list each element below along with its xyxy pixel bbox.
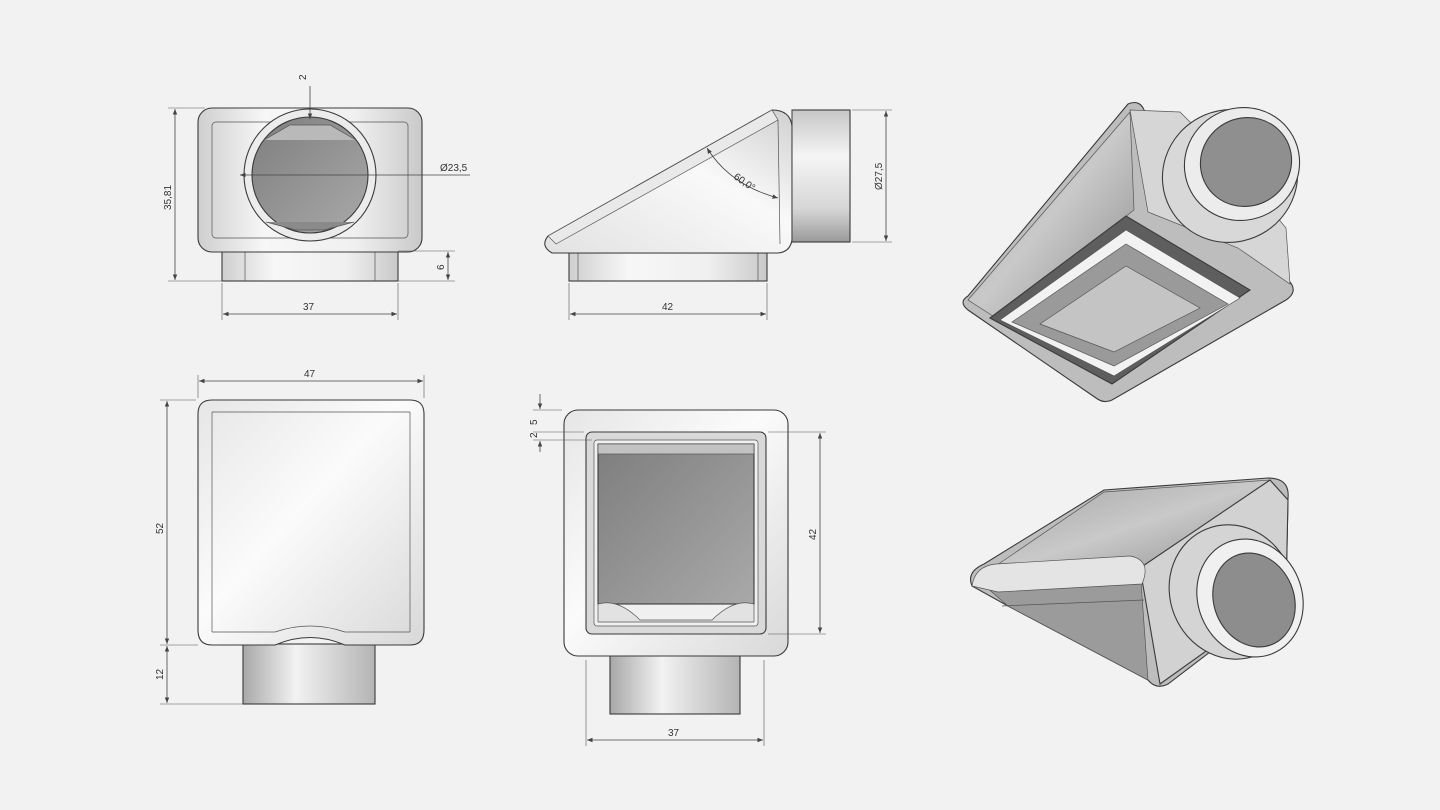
- dim-front-plug-width: 37: [303, 302, 315, 313]
- dim-side-plug-width: 42: [662, 302, 674, 313]
- dim-front-offset: 2: [298, 74, 309, 80]
- top-tube: [242, 643, 376, 705]
- side-view: 60,0° Ø27,5 42: [544, 109, 892, 320]
- dim-bottom-tube: 37: [668, 728, 680, 739]
- side-plug: [568, 252, 768, 282]
- dim-bottom-wall-2: 2: [529, 432, 540, 438]
- bottom-cavity: [597, 443, 755, 605]
- side-tube: [791, 109, 851, 243]
- dim-bottom-wall-5: 5: [529, 419, 540, 425]
- bottom-view: 5 2 42 37: [529, 394, 826, 746]
- dim-side-tube: Ø27,5: [874, 162, 885, 190]
- top-view: 47 52 12: [155, 369, 425, 705]
- front-view: 2 Ø23,5 35,81 6 37: [163, 74, 470, 320]
- dim-front-height: 35,81: [163, 185, 174, 210]
- iso-view-upper: [962, 101, 1301, 403]
- front-plug: [221, 250, 399, 282]
- dim-top-tube-length: 12: [155, 668, 166, 680]
- dim-front-plug-depth: 6: [436, 264, 447, 270]
- dim-front-hole: Ø23,5: [440, 163, 468, 174]
- dim-top-height: 52: [155, 522, 166, 534]
- iso-view-lower: [969, 477, 1304, 687]
- dim-bottom-inner: 42: [808, 528, 819, 540]
- top-body: [197, 399, 425, 646]
- bottom-tube: [609, 651, 741, 715]
- dim-top-width: 47: [304, 369, 316, 380]
